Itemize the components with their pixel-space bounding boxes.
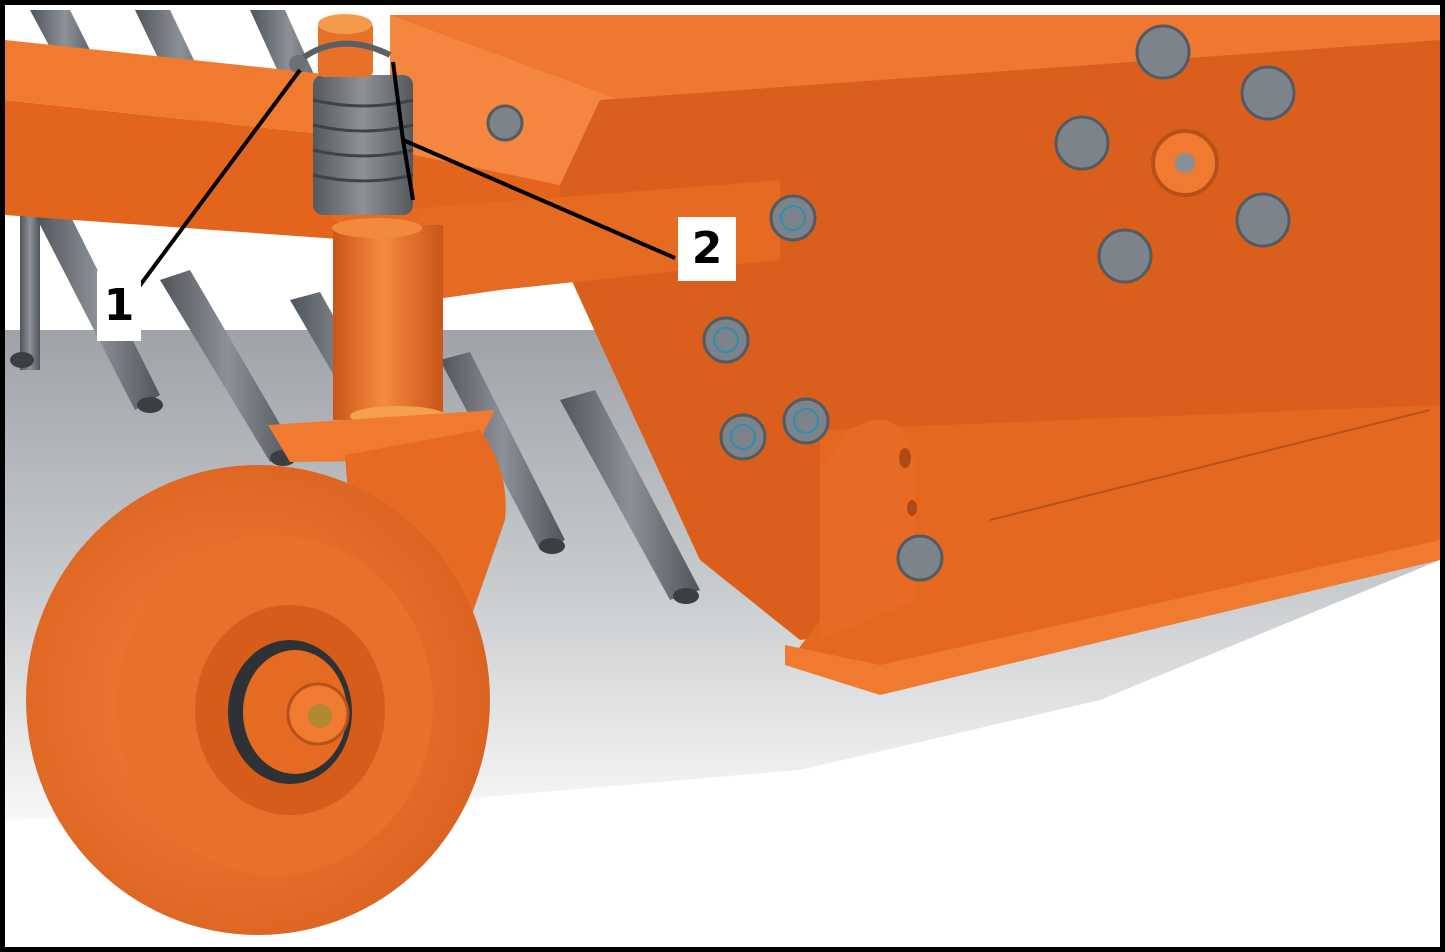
leader-line-2b — [391, 61, 405, 141]
frame-beam-top — [5, 40, 380, 140]
skirt-lip — [785, 540, 1440, 695]
wheel-post — [333, 225, 443, 420]
adjust-hole-2 — [907, 500, 917, 516]
bracket-edge — [820, 420, 915, 640]
lynch-pin-head — [289, 55, 307, 73]
lower-skirt — [790, 405, 1440, 690]
tine-tips — [10, 352, 699, 604]
frame-top-edge — [390, 15, 620, 185]
pin-shaft — [318, 22, 373, 77]
callout-label-1: 1 — [97, 271, 141, 341]
callout-label-2: 2 — [678, 217, 736, 281]
leader-lines — [136, 61, 676, 290]
leader-line-2c — [401, 139, 415, 201]
pin-top — [318, 14, 372, 34]
hub-center — [1175, 153, 1195, 173]
bolt-washers — [713, 205, 819, 450]
caster-wheel — [26, 465, 490, 935]
lynch-pin-clip — [298, 40, 392, 63]
post-top-ring — [332, 218, 422, 238]
machine-illustration — [5, 5, 1440, 947]
bolt-group — [486, 24, 1296, 582]
leader-line-1 — [136, 68, 302, 290]
adjust-hole-1 — [899, 448, 911, 468]
skirt-line — [989, 409, 1431, 521]
leader-line-2a — [402, 138, 676, 260]
